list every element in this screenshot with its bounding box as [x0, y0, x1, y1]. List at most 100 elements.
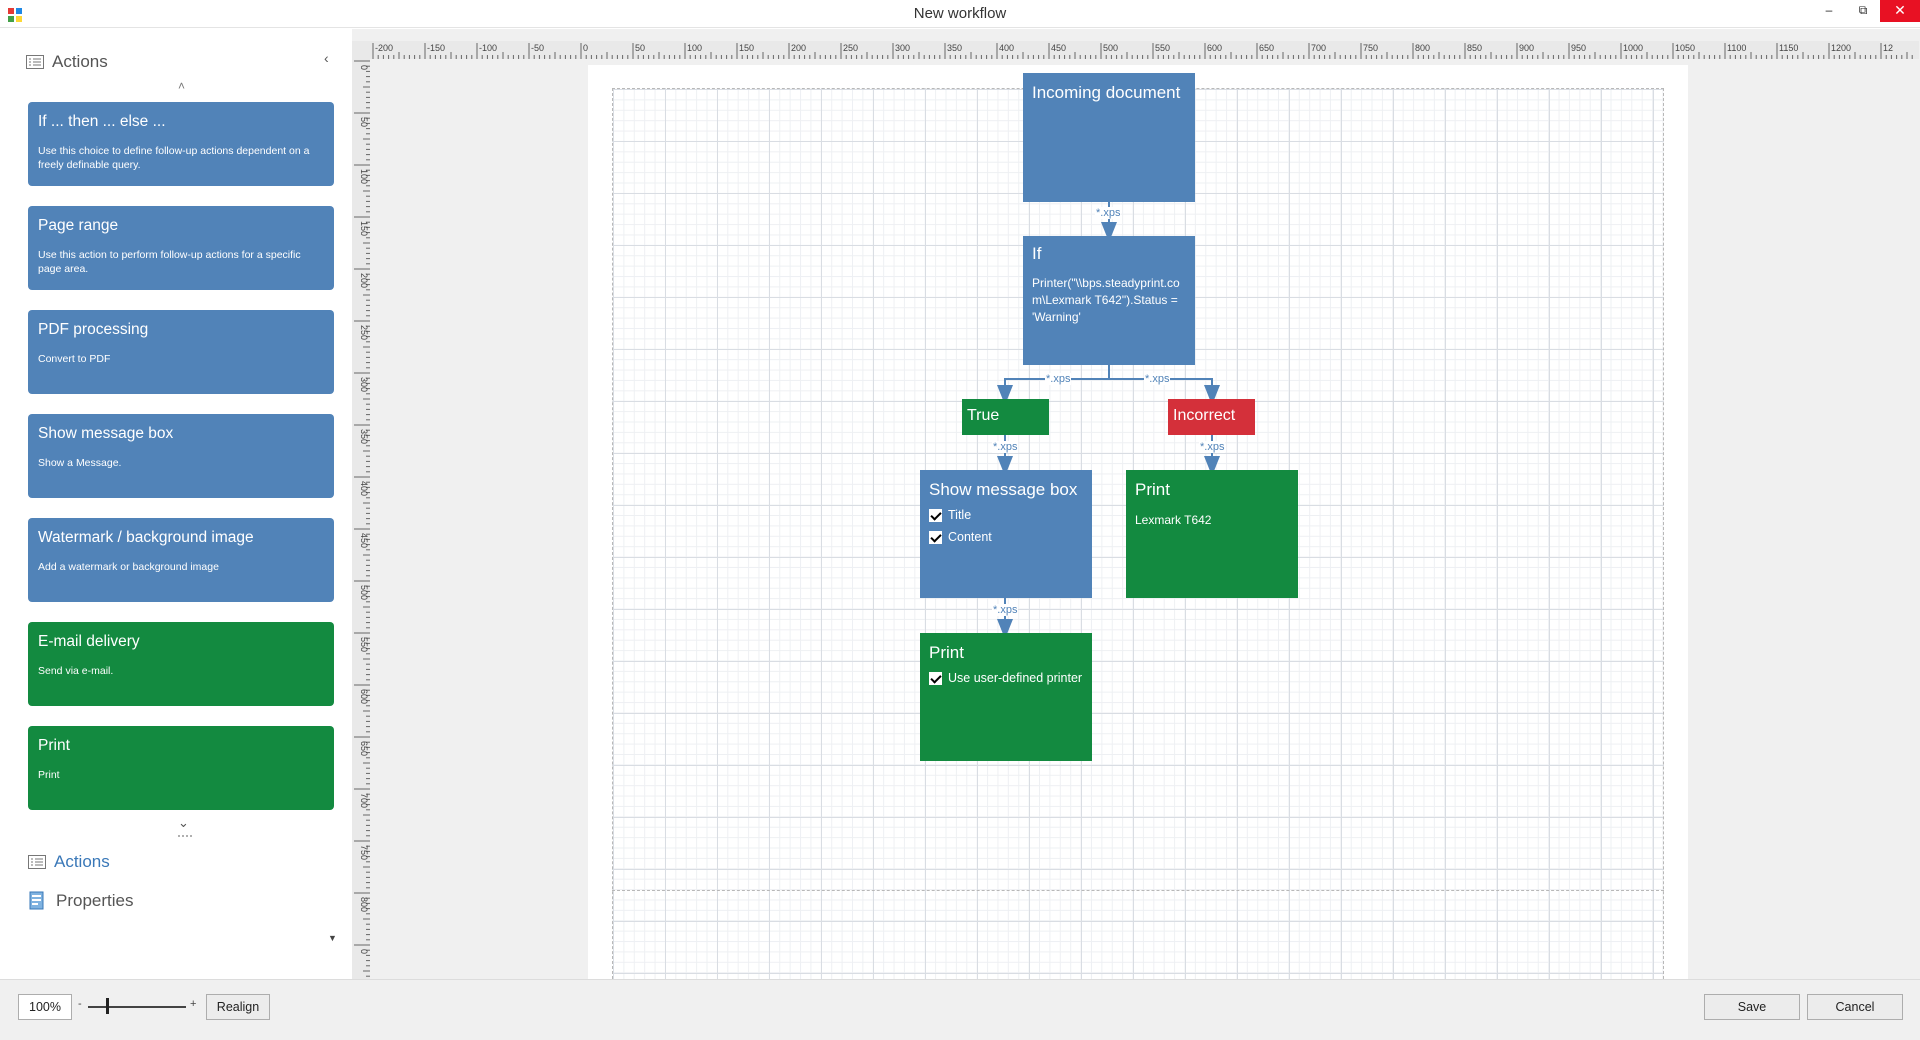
ruler-label: -50	[531, 43, 544, 53]
node-true[interactable]: True	[962, 399, 1049, 435]
splitter-handle[interactable]	[178, 835, 192, 837]
ruler-label: 50	[635, 43, 645, 53]
if-condition-text: Printer("\\bps.steadyprint.com\Lexmark T…	[1032, 276, 1180, 324]
ruler-corner	[352, 41, 369, 59]
ruler-label: 550	[359, 637, 369, 652]
ruler-label: 0	[359, 949, 369, 954]
ruler-label: 650	[359, 741, 369, 756]
ruler-label: 600	[1207, 43, 1222, 53]
node-title: If	[1032, 244, 1042, 263]
action-card-watermark[interactable]: Watermark / background image Add a water…	[28, 518, 334, 602]
zoom-slider-track[interactable]	[88, 1006, 186, 1008]
node-incorrect[interactable]: Incorrect	[1168, 399, 1255, 435]
scroll-up-icon[interactable]: ˄	[178, 79, 186, 93]
zoom-slider-thumb[interactable]	[106, 998, 109, 1014]
collapse-panel-icon[interactable]: ‹	[324, 50, 329, 66]
ruler-label: 300	[359, 377, 369, 392]
nav-properties-label: Properties	[56, 891, 134, 910]
action-card-title: If ... then ... else ...	[38, 113, 166, 130]
action-card-if-then-else[interactable]: If ... then ... else ... Use this choice…	[28, 102, 334, 186]
user-defined-printer-option[interactable]: Use user-defined printer	[929, 671, 1083, 685]
ruler-label: 150	[359, 221, 369, 236]
bottom-toolbar: 100% - + Realign Save Cancel	[0, 979, 1920, 1040]
action-card-print[interactable]: Print Print	[28, 726, 334, 810]
page-bottom-guide	[612, 890, 1664, 891]
panel-dropdown-icon[interactable]: ▼	[328, 933, 337, 943]
action-card-show-message-box[interactable]: Show message box Show a Message.	[28, 414, 334, 498]
connector-label: *.xps	[1095, 207, 1122, 219]
ruler-label: 800	[359, 897, 369, 912]
checkbox-user-defined-printer[interactable]	[929, 671, 942, 685]
ruler-label: 500	[1103, 43, 1118, 53]
ruler-label: 350	[947, 43, 962, 53]
node-show-message-box[interactable]: Show message box Title Content	[920, 470, 1092, 598]
node-print-user-defined[interactable]: Print Use user-defined printer	[920, 633, 1092, 761]
action-card-description: Use this choice to define follow-up acti…	[38, 145, 310, 171]
option-label: Use user-defined printer	[948, 671, 1083, 685]
ruler-label: 1150	[1779, 43, 1798, 53]
message-box-title-option[interactable]: Title	[929, 508, 1083, 522]
node-incoming-document[interactable]: Incoming document	[1023, 73, 1195, 202]
action-card-title: Watermark / background image	[38, 529, 254, 546]
action-card-description: Print	[38, 769, 60, 781]
nav-properties[interactable]: Properties	[28, 891, 133, 911]
ruler-label: 150	[739, 43, 754, 53]
checkbox-title[interactable]	[929, 508, 942, 522]
ruler-label: 12	[1883, 43, 1893, 53]
checkbox-content[interactable]	[929, 530, 942, 544]
zoom-level-field[interactable]: 100%	[18, 994, 72, 1020]
nav-actions-label: Actions	[54, 852, 110, 871]
cancel-button[interactable]: Cancel	[1807, 994, 1903, 1020]
ruler-label: 650	[1259, 43, 1274, 53]
ruler-label: 400	[999, 43, 1014, 53]
actions-title: Actions	[52, 52, 108, 71]
actions-header: Actions	[26, 50, 108, 74]
nav-actions[interactable]: Actions	[28, 852, 110, 872]
zoom-in-label: +	[190, 998, 197, 1010]
realign-button[interactable]: Realign	[206, 994, 270, 1020]
maximize-button[interactable]: ⧉	[1858, 3, 1868, 17]
ruler-label: 300	[895, 43, 910, 53]
app-logo-icon	[8, 8, 22, 22]
action-card-title: Show message box	[38, 425, 174, 442]
ruler-label: 200	[791, 43, 806, 53]
close-button[interactable]: ✕	[1880, 0, 1920, 22]
properties-icon	[29, 891, 44, 910]
ruler-label: 500	[359, 585, 369, 600]
action-card-title: Page range	[38, 217, 119, 234]
action-card-description: Convert to PDF	[38, 353, 111, 365]
ruler-label: 250	[359, 325, 369, 340]
action-card-email-delivery[interactable]: E-mail delivery Send via e-mail.	[28, 622, 334, 706]
node-title: Show message box	[929, 480, 1078, 499]
vertical-ruler: 0501001502002503003504004505005506006507…	[352, 59, 370, 984]
actions-sidebar: Actions ‹ ˄ If ... then ... else ... Use…	[0, 29, 352, 979]
node-title: Print	[929, 643, 964, 662]
action-card-description: Show a Message.	[38, 457, 122, 469]
action-card-title: E-mail delivery	[38, 633, 140, 650]
connector-label: *.xps	[992, 604, 1019, 616]
zoom-out-label: -	[78, 998, 82, 1010]
ruler-label: 200	[359, 273, 369, 288]
minimize-button[interactable]: –	[1825, 3, 1833, 17]
ruler-label: 750	[359, 845, 369, 860]
action-card-page-range[interactable]: Page range Use this action to perform fo…	[28, 206, 334, 290]
message-box-content-option[interactable]: Content	[929, 530, 1083, 544]
printer-name: Lexmark T642	[1135, 513, 1212, 527]
action-card-description: Add a watermark or background image	[38, 561, 219, 573]
node-title: True	[967, 407, 1000, 424]
ruler-label: 100	[359, 169, 369, 184]
ruler-label: 0	[583, 43, 588, 53]
scroll-down-icon[interactable]: ⌄	[178, 815, 189, 830]
ruler-label: 450	[1051, 43, 1066, 53]
node-title: Incoming document	[1032, 83, 1181, 102]
action-card-pdf-processing[interactable]: PDF processing Convert to PDF	[28, 310, 334, 394]
node-if[interactable]: If Printer("\\bps.steadyprint.com\Lexmar…	[1023, 236, 1195, 365]
ruler-label: 550	[1155, 43, 1170, 53]
node-print-lexmark[interactable]: Print Lexmark T642	[1126, 470, 1298, 598]
ruler-label: 800	[1415, 43, 1430, 53]
ruler-label: 1000	[1623, 43, 1643, 53]
save-button[interactable]: Save	[1704, 994, 1800, 1020]
ruler-label: 950	[1571, 43, 1586, 53]
